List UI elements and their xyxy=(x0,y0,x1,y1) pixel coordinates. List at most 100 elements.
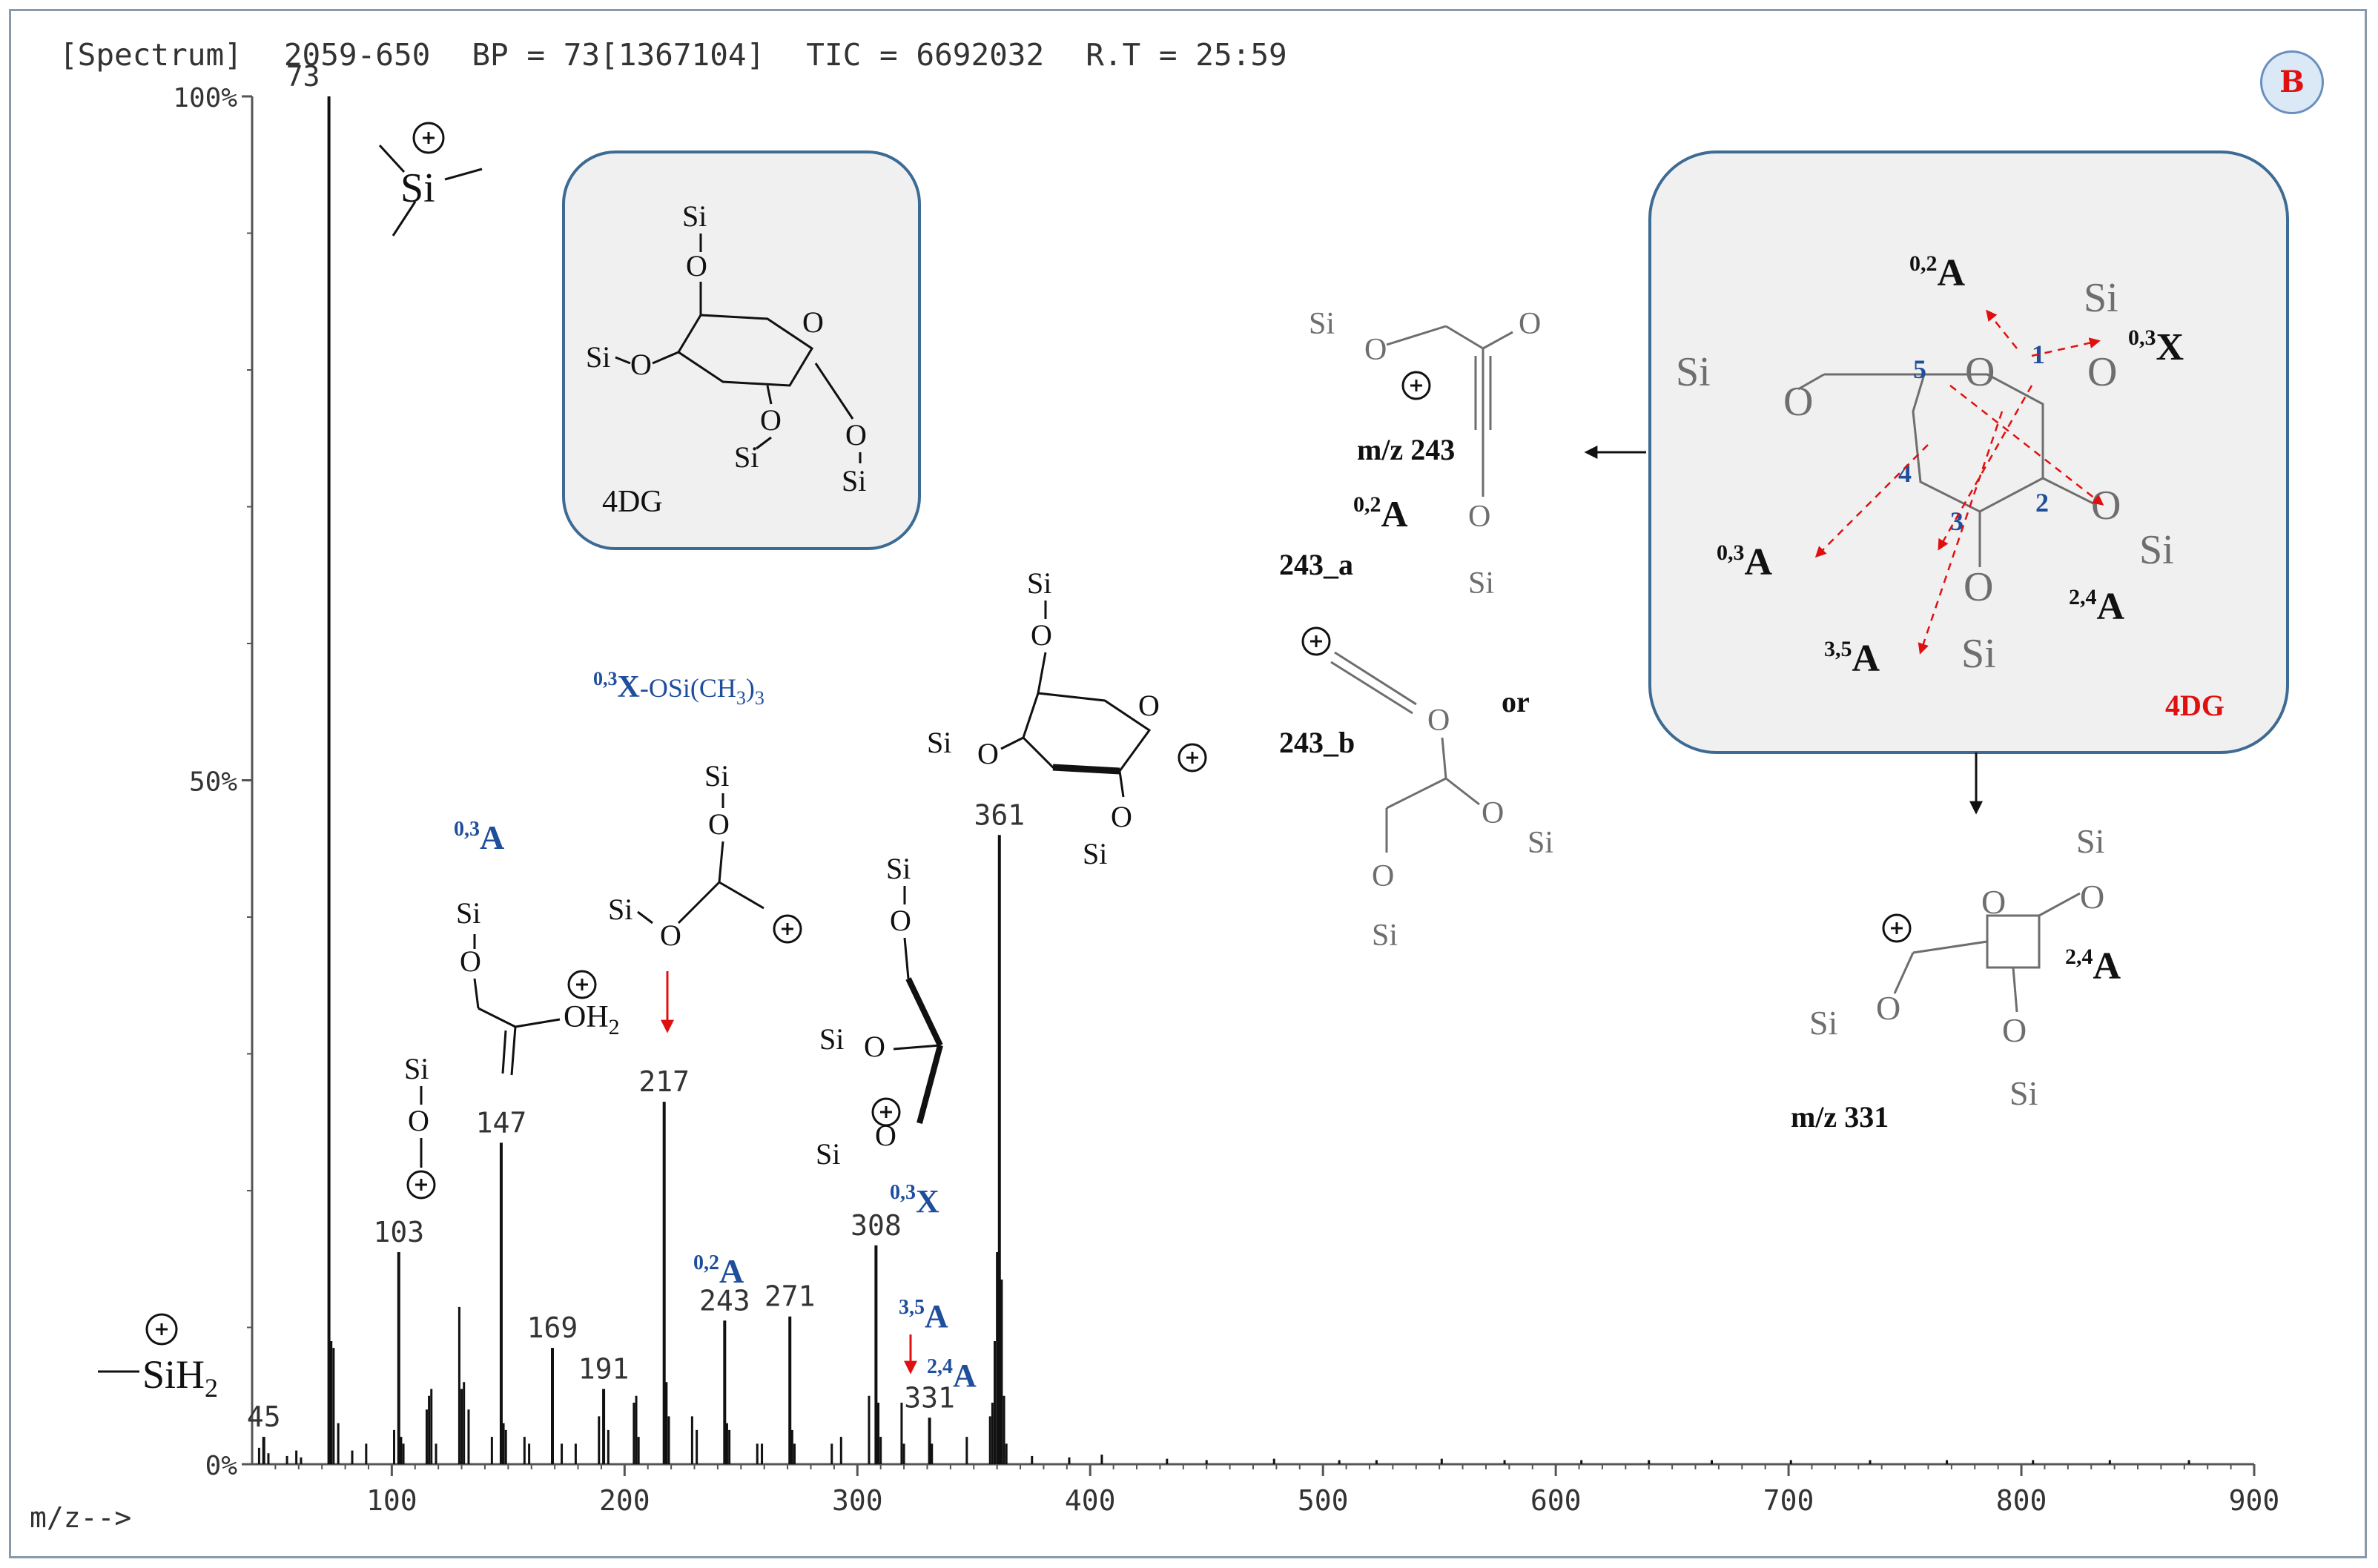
svg-text:O: O xyxy=(630,348,652,381)
x-tick-label: 500 xyxy=(1298,1484,1349,1517)
x-axis-label: m/z--> xyxy=(30,1501,131,1534)
ring-fragment-0-3A: 0,3A xyxy=(1717,540,1773,583)
or-label: or xyxy=(1502,685,1530,718)
peak-bars xyxy=(257,96,2190,1464)
svg-text:0,3A: 0,3A xyxy=(454,818,504,856)
svg-text:O: O xyxy=(708,807,730,841)
peak-label-191: 191 xyxy=(578,1353,630,1386)
svg-text:O: O xyxy=(686,249,707,282)
sih2-label: SiH2 xyxy=(142,1352,218,1403)
svg-text:Si: Si xyxy=(456,896,480,930)
peak-label-147: 147 xyxy=(476,1106,527,1139)
svg-text:0,3X-OSi(CH3)3: 0,3X-OSi(CH3)3 xyxy=(593,668,764,709)
svg-text:Si: Si xyxy=(1309,307,1335,341)
svg-text:Si: Si xyxy=(842,464,866,497)
svg-text:O: O xyxy=(1427,704,1450,738)
mz331-label: m/z 331 xyxy=(1791,1100,1889,1134)
fragment-243b: O O Si O Si xyxy=(1301,626,1553,953)
svg-text:O: O xyxy=(460,945,481,978)
x-tick-label: 300 xyxy=(832,1484,883,1517)
header-base-peak: BP = 73[1367104] xyxy=(472,37,765,73)
peak-label-331: 331 xyxy=(904,1381,955,1414)
fragment-0-2A-peak-label: 0,2A xyxy=(693,1251,744,1290)
x-tick-label: 200 xyxy=(599,1484,650,1517)
svg-text:Si: Si xyxy=(1809,1004,1837,1042)
x-tick-label: 900 xyxy=(2229,1484,2280,1517)
fragment-103: Si O xyxy=(404,1052,436,1200)
svg-text:O: O xyxy=(1981,883,2006,921)
svg-text:Si: Si xyxy=(2084,275,2118,321)
svg-text:O: O xyxy=(2087,349,2117,395)
svg-text:O: O xyxy=(1482,796,1504,830)
y-tick-label: 100% xyxy=(173,83,237,113)
svg-text:Si: Si xyxy=(2076,822,2104,860)
svg-text:Si: Si xyxy=(886,852,911,885)
ring-fragment-3-5A: 3,5A xyxy=(1824,637,1880,680)
svg-text:Si: Si xyxy=(682,199,707,233)
peak-label-103: 103 xyxy=(373,1216,424,1248)
ring-fragment-2-4A: 2,4A xyxy=(2069,585,2125,628)
peak-label-308: 308 xyxy=(851,1209,902,1242)
tms-cation-73: Si xyxy=(378,122,483,236)
peak-label-361: 361 xyxy=(974,798,1025,831)
header-retention-time: R.T = 25:59 xyxy=(1086,37,1287,73)
svg-text:O: O xyxy=(1783,379,1813,425)
svg-text:O: O xyxy=(802,305,824,339)
svg-text:O: O xyxy=(1519,307,1541,341)
svg-text:O: O xyxy=(408,1104,429,1137)
ring-fragment-0-2A: 0,2A xyxy=(1909,251,1966,294)
y-tick-label: 0% xyxy=(205,1451,238,1481)
svg-text:Si: Si xyxy=(1468,566,1494,601)
label-243b: 243_b xyxy=(1279,726,1355,759)
ring-number-3: 3 xyxy=(1950,506,1963,536)
mz331-fragment: 2,4A xyxy=(2065,945,2121,988)
svg-text:O: O xyxy=(2091,483,2121,529)
ring-box-label: 4DG xyxy=(2165,689,2225,722)
svg-text:O: O xyxy=(760,403,782,437)
x-tick-label: 400 xyxy=(1065,1484,1116,1517)
svg-text:O: O xyxy=(1031,618,1052,652)
panel-label-badge: B xyxy=(2260,50,2324,114)
fragment-243a: Si O O O Si xyxy=(1309,307,1541,601)
peak-label-73: 73 xyxy=(286,60,320,93)
svg-text:O: O xyxy=(1468,500,1490,534)
svg-text:Si: Si xyxy=(704,759,729,793)
svg-text:Si: Si xyxy=(404,1052,429,1085)
fragment-0-3X-osi-217: 0,3X-OSi(CH3)3 Si O O Si xyxy=(593,668,802,1033)
ring-number-5: 5 xyxy=(1913,354,1926,384)
svg-text:O: O xyxy=(864,1030,885,1063)
svg-text:Si: Si xyxy=(1676,349,1711,395)
4dg-box-label: 4DG xyxy=(602,485,663,519)
svg-text:O: O xyxy=(977,737,999,770)
peak-label-217: 217 xyxy=(638,1065,690,1098)
svg-text:Si: Si xyxy=(586,340,610,374)
svg-text:OH2: OH2 xyxy=(564,1000,620,1039)
mz243-label: m/z 243 xyxy=(1357,433,1455,466)
header-sample: 2059-650 xyxy=(283,37,431,73)
x-tick-label: 100 xyxy=(366,1484,417,1517)
x-tick-label: 800 xyxy=(1996,1484,2047,1517)
svg-text:Si: Si xyxy=(2009,1074,2038,1112)
svg-text:0,3X: 0,3X xyxy=(890,1181,939,1220)
x-tick-label: 600 xyxy=(1530,1484,1582,1517)
fragment-308: Si O O Si O Si 0,3X xyxy=(816,852,943,1220)
ring-number-2: 2 xyxy=(2035,488,2049,517)
svg-text:Si: Si xyxy=(608,893,633,926)
y-tick-label: 50% xyxy=(189,767,237,798)
fragment-2-4A-peak-label: 2,4A xyxy=(927,1355,977,1394)
fragment-0-3A-147: 0,3A Si O OH2 xyxy=(454,818,620,1076)
svg-text:O: O xyxy=(1372,859,1394,893)
svg-text:Si: Si xyxy=(1527,826,1553,860)
fragment-331: Si O O O Si O Si xyxy=(1809,822,2104,1112)
svg-text:Si: Si xyxy=(927,726,951,759)
peak-label-271: 271 xyxy=(764,1280,816,1313)
svg-text:Si: Si xyxy=(734,440,759,474)
tms-si-symbol: Si xyxy=(400,165,435,211)
svg-text:O: O xyxy=(1965,349,1995,395)
label-243a: 243_a xyxy=(1279,548,1353,581)
